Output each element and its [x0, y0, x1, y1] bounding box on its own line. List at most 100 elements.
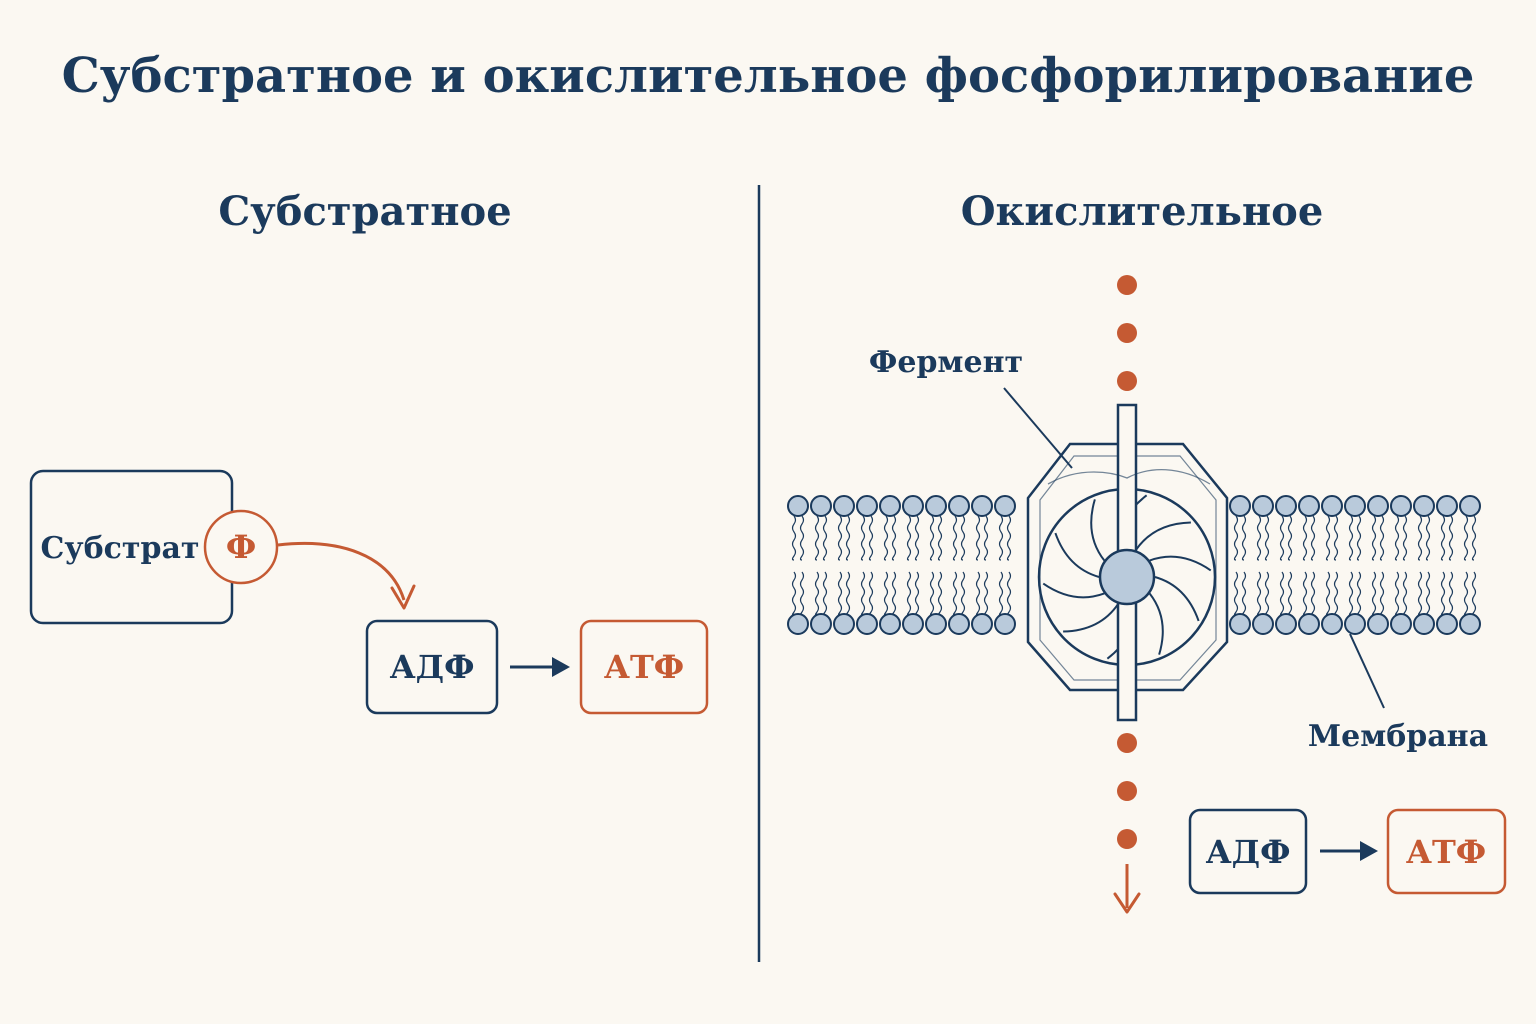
- rotor-blade: [1042, 582, 1105, 599]
- rotor-blade: [1063, 603, 1120, 633]
- lipid-tail: [1371, 571, 1377, 616]
- phospholipid-head: [1413, 495, 1435, 517]
- lipid-tail: [891, 571, 897, 616]
- left-heading: Субстратное: [218, 188, 511, 235]
- enzyme-atp-synthase: [1026, 403, 1229, 722]
- phospholipid-head: [925, 495, 947, 517]
- lipid-tail: [914, 571, 920, 616]
- enzyme-rotor-hub: [1098, 548, 1156, 606]
- lipid-tail: [1448, 571, 1454, 616]
- right-atp-label: АТФ: [1406, 833, 1486, 871]
- lipid-tail: [1233, 515, 1239, 561]
- lipid-tail: [860, 571, 866, 616]
- lipid-tail: [837, 571, 843, 616]
- lipid-tail: [1006, 515, 1012, 561]
- lipid-tail: [1279, 515, 1285, 561]
- phospholipid-head: [787, 613, 809, 635]
- left-adp-label: АДФ: [390, 648, 475, 686]
- phospholipid-head: [1367, 613, 1389, 635]
- lipid-tail: [868, 571, 874, 616]
- lipid-tail: [799, 571, 805, 616]
- rotor-blade: [1134, 521, 1191, 551]
- phospholipid-head: [1229, 613, 1251, 635]
- phospholipid-head: [787, 495, 809, 517]
- phospholipid-head: [1252, 495, 1274, 517]
- phospholipid-head: [971, 495, 993, 517]
- lipid-tail: [998, 571, 1004, 616]
- proton-dot: [1117, 323, 1137, 343]
- phospholipid-head: [902, 613, 924, 635]
- phospholipid-head: [1252, 613, 1274, 635]
- lipid-tail: [1325, 571, 1331, 616]
- lipid-tail: [891, 515, 897, 561]
- lipid-tail: [1264, 515, 1270, 561]
- proton-dot: [1117, 829, 1137, 849]
- phospholipid-head: [833, 613, 855, 635]
- lipid-tail: [1310, 515, 1316, 561]
- membrane-phospholipid-heads: [787, 495, 1481, 635]
- phospholipid-head: [1390, 613, 1412, 635]
- phospholipid-head: [994, 495, 1016, 517]
- lipid-tail: [1471, 515, 1477, 561]
- proton-flow: [1113, 275, 1141, 914]
- substrate-box: Субстрат: [29, 469, 234, 625]
- phospholipid-head: [1459, 495, 1481, 517]
- page-title: Субстратное и окислительное фосфорилиров…: [62, 48, 1475, 104]
- rotor-blade: [1148, 592, 1164, 655]
- lipid-tail: [906, 571, 912, 616]
- phospholipid-head: [833, 495, 855, 517]
- lipid-tail: [929, 515, 935, 561]
- lipid-tail: [1302, 515, 1308, 561]
- lipid-tail: [814, 571, 820, 616]
- lipid-tail: [868, 515, 874, 561]
- lipid-tail: [1417, 571, 1423, 616]
- lipid-tail: [906, 515, 912, 561]
- membrane-leader-line: [1349, 633, 1385, 709]
- lipid-tail: [1402, 515, 1408, 561]
- lipid-tail: [1287, 571, 1293, 616]
- phospholipid-head: [1344, 495, 1366, 517]
- proton-dot: [1117, 733, 1137, 753]
- lipid-tail: [1264, 571, 1270, 616]
- phospholipid-head: [1436, 495, 1458, 517]
- phospholipid-head: [1390, 495, 1412, 517]
- right-atp-box: АТФ: [1386, 808, 1507, 895]
- phospholipid-head: [1321, 495, 1343, 517]
- phospholipid-head: [1413, 613, 1435, 635]
- lipid-tail: [1006, 571, 1012, 616]
- lipid-tail: [1379, 571, 1385, 616]
- enzyme-leader-line: [1003, 387, 1073, 469]
- left-reaction-arrow: [510, 657, 570, 677]
- lipid-tail: [1425, 571, 1431, 616]
- rotor-blade: [1154, 576, 1200, 622]
- lipid-tail: [1279, 571, 1285, 616]
- lipid-tail: [1233, 571, 1239, 616]
- rotor-blade: [1090, 499, 1106, 562]
- lipid-tail: [814, 515, 820, 561]
- phospholipid-head: [1436, 613, 1458, 635]
- phospholipid-head: [1321, 613, 1343, 635]
- lipid-tail: [822, 571, 828, 616]
- phospholipid-head: [856, 613, 878, 635]
- lipid-tail: [1333, 515, 1339, 561]
- lipid-tail: [1287, 515, 1293, 561]
- right-adp-label: АДФ: [1206, 833, 1291, 871]
- lipid-tail: [845, 515, 851, 561]
- phospholipid-head: [1459, 613, 1481, 635]
- lipid-tail: [845, 571, 851, 616]
- lipid-tail: [1371, 515, 1377, 561]
- lipid-tail: [1402, 571, 1408, 616]
- lipid-tail: [822, 515, 828, 561]
- lipid-tail: [1241, 515, 1247, 561]
- phospholipid-head: [1344, 613, 1366, 635]
- lipid-tail: [914, 515, 920, 561]
- phospholipid-head: [948, 495, 970, 517]
- lipid-tail: [1333, 571, 1339, 616]
- phospholipid-head: [994, 613, 1016, 635]
- phospholipid-head: [856, 495, 878, 517]
- phospholipid-head: [1275, 495, 1297, 517]
- lipid-tail: [983, 515, 989, 561]
- lipid-tail: [1356, 515, 1362, 561]
- lipid-tail: [791, 571, 797, 616]
